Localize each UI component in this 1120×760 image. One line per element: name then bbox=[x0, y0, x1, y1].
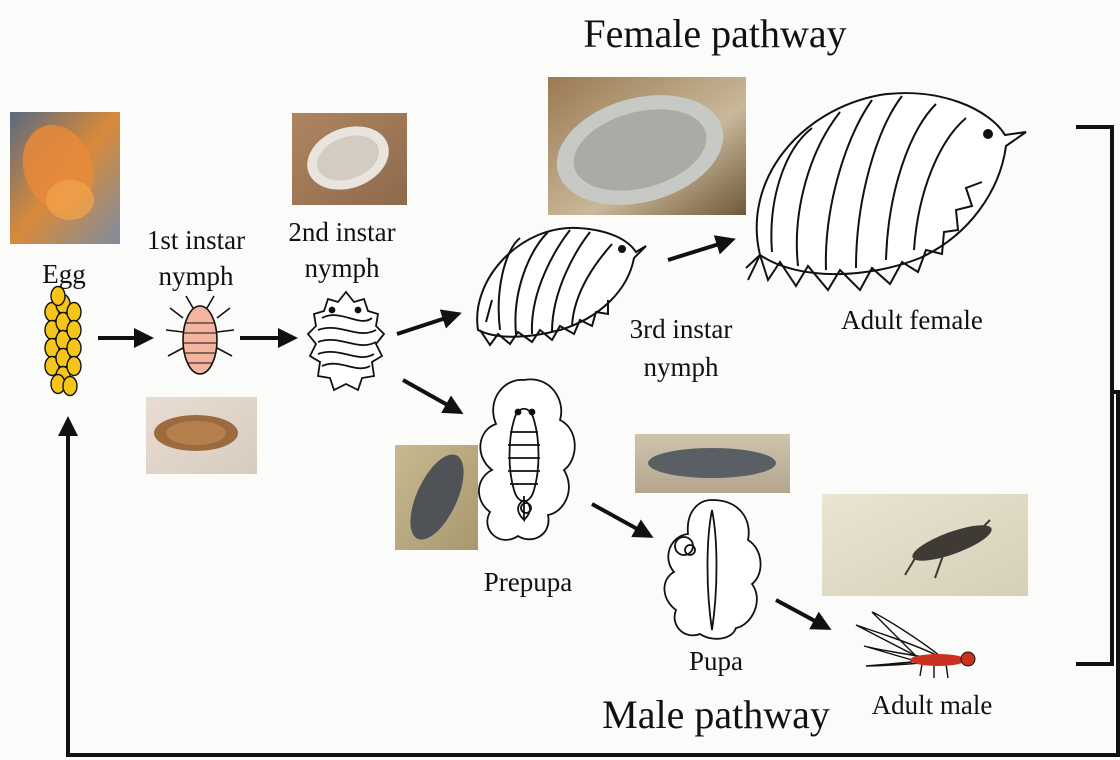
label-third-instar-line1: 3rd instar bbox=[630, 314, 733, 344]
egg-cluster-drawing bbox=[45, 287, 81, 396]
egg bbox=[67, 357, 81, 376]
egg bbox=[67, 303, 81, 322]
adult-male-photo bbox=[822, 494, 1028, 596]
label-second-instar-line1: 2nd instar bbox=[288, 217, 395, 247]
egg-photo bbox=[10, 112, 120, 244]
prepupa-drawing bbox=[479, 379, 575, 540]
egg bbox=[51, 287, 65, 306]
first-instar-photo bbox=[146, 397, 257, 474]
label-pupa: Pupa bbox=[689, 646, 743, 676]
male-pathway-heading: Male pathway bbox=[602, 692, 830, 737]
label-adult-male: Adult male bbox=[872, 690, 993, 720]
egg bbox=[67, 321, 81, 340]
arrow-prepupa-to-pupa bbox=[592, 504, 650, 536]
arrow-second-to-third-instar bbox=[397, 314, 458, 334]
second-instar-photo bbox=[292, 113, 407, 205]
third-instar-drawing bbox=[477, 228, 646, 345]
label-prepupa: Prepupa bbox=[484, 567, 572, 597]
arrow-pupa-to-adult-male bbox=[776, 600, 828, 628]
label-first-instar-line2: nymph bbox=[158, 261, 234, 291]
label-third-instar-line2: nymph bbox=[643, 352, 719, 382]
female-pathway-heading: Female pathway bbox=[583, 11, 846, 56]
label-adult-female: Adult female bbox=[841, 305, 983, 335]
label-egg: Egg bbox=[42, 259, 86, 289]
pupa-drawing bbox=[664, 500, 760, 639]
label-first-instar-line1: 1st instar bbox=[147, 225, 245, 255]
prepupa-photo bbox=[395, 445, 478, 550]
egg bbox=[63, 377, 77, 396]
adults-bracket bbox=[1076, 127, 1112, 664]
second-instar-drawing bbox=[308, 292, 384, 390]
arrow-third-instar-to-adult-female bbox=[668, 240, 732, 260]
label-second-instar-line2: nymph bbox=[304, 253, 380, 283]
third-instar-photo bbox=[544, 77, 746, 222]
arrow-second-instar-to-prepupa bbox=[403, 380, 460, 412]
egg bbox=[67, 339, 81, 358]
adult-female-drawing bbox=[746, 93, 1026, 290]
adult-male-drawing bbox=[856, 612, 975, 678]
pupa-photo bbox=[635, 434, 790, 493]
first-instar-drawing bbox=[166, 296, 234, 374]
